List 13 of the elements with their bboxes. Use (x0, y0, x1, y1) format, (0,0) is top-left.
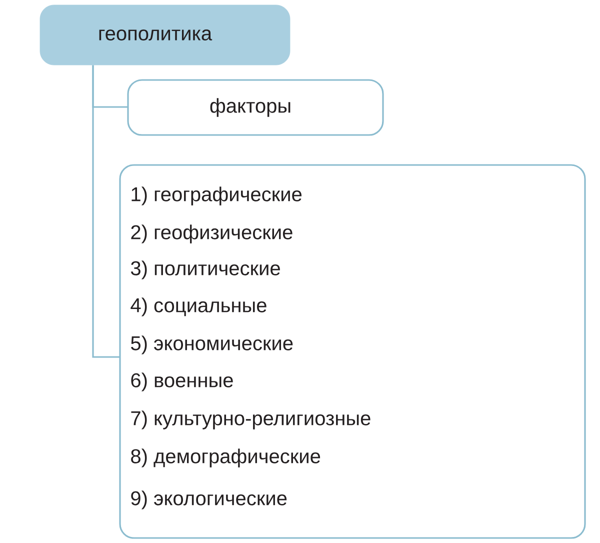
list-item: 4) социальные (130, 298, 266, 316)
list-item: 8) демографические (131, 448, 320, 468)
list-item: 3) политические (130, 260, 280, 280)
list-item: 5) экономические (131, 336, 293, 354)
connector-line (92, 65, 120, 358)
title-box: геополитика (40, 4, 290, 66)
list-item: 7) культурно-религиозные (131, 410, 370, 430)
heading-box: факторы (127, 79, 384, 136)
list-item: 6) военные (131, 372, 233, 392)
list-box (119, 164, 586, 539)
list-item: 1) географические (132, 186, 302, 206)
list-item: 2) геофизические (131, 224, 292, 244)
list-item: 9) экологические (131, 490, 287, 510)
